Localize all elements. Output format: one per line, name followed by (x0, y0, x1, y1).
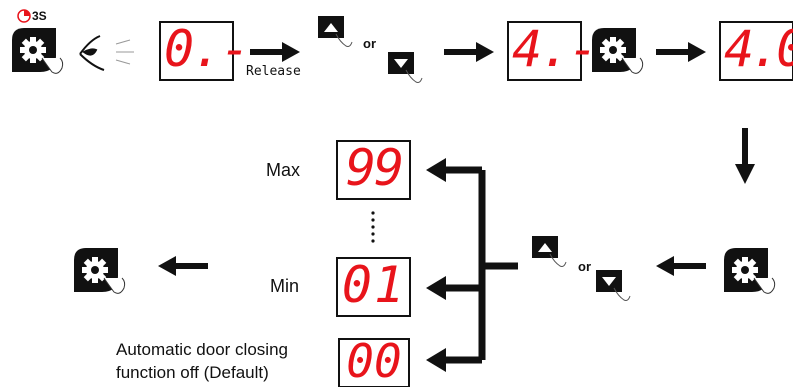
settings-button-gear-icon-3[interactable] (723, 247, 776, 294)
arrow-down (735, 128, 755, 184)
display-value-3: 4.0 (724, 20, 793, 78)
display-box-min (336, 257, 411, 317)
settings-button-gear-icon-2[interactable] (591, 27, 644, 74)
display-box-max (336, 140, 411, 200)
settings-button-gear-icon[interactable] (11, 27, 64, 74)
ellipsis-dots (371, 211, 375, 243)
min-label: Min (270, 276, 300, 296)
timer-icon (17, 9, 31, 23)
off-display-value: 00 (346, 334, 402, 387)
branch-arrowheads (426, 158, 446, 372)
max-display-value: 99 (345, 139, 404, 197)
auto-close-off-label-line2: function off (Default) (116, 363, 269, 382)
display-box-off (338, 338, 410, 387)
release-label: Release (246, 64, 301, 79)
arrow-right-2 (444, 42, 494, 62)
display-value-2: 4.- (512, 20, 598, 78)
down-button-triangle-down-icon[interactable] (387, 51, 423, 83)
display-box-1 (159, 21, 234, 81)
or-label: or (363, 36, 376, 51)
or-label-2: or (578, 259, 591, 274)
display-value-1: 0.- (164, 20, 250, 78)
eye-icon (79, 35, 134, 71)
arrow-right-1 (250, 42, 300, 62)
display-box-3 (719, 21, 793, 81)
auto-close-off-label-line1: Automatic door closing (116, 340, 288, 359)
branch-connector (444, 166, 518, 364)
up-button-triangle-up-icon[interactable] (317, 15, 353, 47)
down-button-triangle-down-icon-2[interactable] (595, 269, 631, 301)
arrow-left-1 (656, 256, 706, 276)
max-label: Max (266, 160, 301, 180)
up-button-triangle-up-icon-2[interactable] (531, 235, 567, 267)
settings-button-gear-icon-4[interactable] (73, 247, 126, 294)
min-display-value: 01 (341, 256, 407, 314)
arrow-left-2 (158, 256, 208, 276)
timer-label: 3S (32, 9, 47, 23)
arrow-right-3 (656, 42, 706, 62)
display-box-2 (507, 21, 582, 81)
